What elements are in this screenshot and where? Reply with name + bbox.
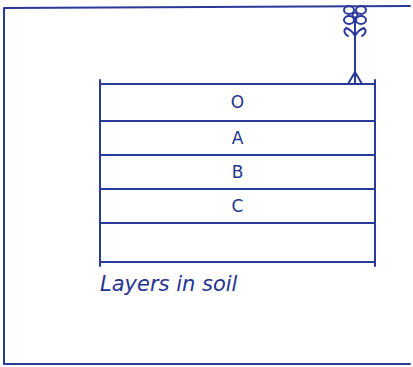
layer-letter: B [232,164,244,181]
soil-sides [100,80,375,266]
layer-letter: A [232,130,244,147]
soil-layer: C [100,190,375,224]
outer-frame [4,6,410,364]
plant-leaves [344,28,365,36]
plant-roots [348,72,362,84]
caption: Layers in soil [100,272,237,296]
soil-layer: B [100,156,375,190]
soil-layer: O [100,84,375,122]
layer-letter: O [231,94,244,111]
soil-layer: A [100,122,375,156]
layer-letter: C [232,198,244,215]
soil-box-edges [100,84,375,262]
plant-stem [354,18,356,78]
plant-flower [344,6,366,24]
